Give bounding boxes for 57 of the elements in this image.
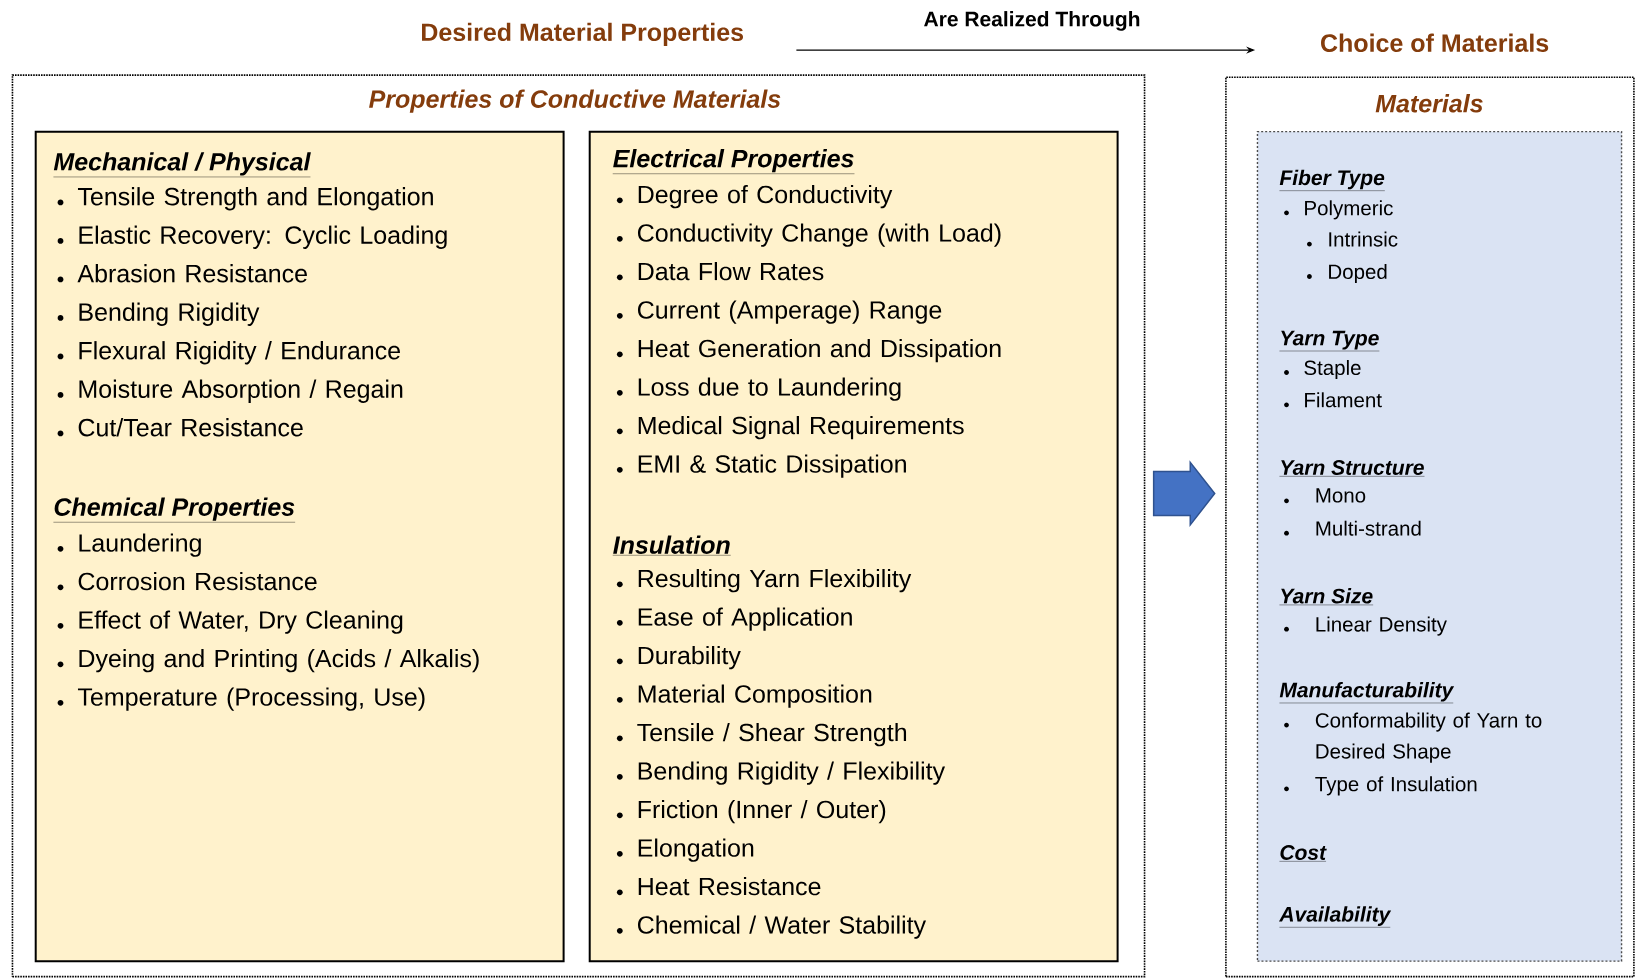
panel-title: Properties of Conductive Materials (369, 89, 781, 113)
bullet-item: Durability (616, 646, 741, 670)
bullet-item: Current (Amperage) Range (616, 300, 942, 324)
panel-title: Materials (1375, 94, 1483, 113)
list-heading: Insulation (612, 535, 731, 556)
bullet-item: Laundering (57, 533, 201, 557)
bullet-item: Multi-strand (1284, 520, 1421, 536)
bullet-item: Material Composition (616, 684, 872, 708)
bullet-item: Tensile Strength and Elongation (57, 187, 433, 211)
bullet-item: Flexural Rigidity / Endurance (57, 341, 400, 365)
bullet-item: Effect of Water, Dry Cleaning (57, 610, 403, 634)
bullet-item: Abrasion Resistance (57, 264, 307, 283)
bullet-item: Elastic Recovery: Cyclic Loading (57, 225, 447, 249)
bullet-item: EMI & Static Dissipation (616, 454, 906, 478)
list-heading: Availability (1279, 906, 1392, 928)
bullet-item: Corrosion Resistance (57, 572, 317, 591)
bullet-item: Heat Generation and Dissipation (616, 339, 1001, 363)
bullet-item: Conformability of Yarn to Desired Shape (1284, 712, 1542, 763)
bullet-item: Bending Rigidity / Flexibility (616, 761, 946, 785)
bullet-item: Ease of Application (616, 607, 852, 631)
list-heading: Manufacturability (1279, 682, 1455, 704)
bullet-item: Type of Insulation (1284, 776, 1477, 796)
list-heading: Mechanical / Physical (53, 152, 311, 178)
bullet-item: Tensile / Shear Strength (616, 723, 907, 747)
list-heading: Yarn Structure (1279, 460, 1425, 477)
bullet-item: Moisture Absorption / Regain (57, 379, 403, 403)
list-heading: Yarn Type (1279, 330, 1380, 352)
bullet-item: Friction (Inner / Outer) (616, 800, 886, 824)
bullet-item: Bending Rigidity (57, 302, 260, 326)
section-title: Desired Material Properties (422, 22, 743, 47)
bullet-item: Resulting Yarn Flexibility (616, 569, 912, 593)
bullet-item: Elongation (616, 838, 754, 862)
list-heading: Cost (1279, 845, 1327, 862)
bullet-item: Medical Signal Requirements (616, 416, 964, 440)
bullet-item: Cut/Tear Resistance (57, 418, 303, 437)
list-heading: Electrical Properties (612, 149, 855, 174)
section-title: Choice of Materials (1321, 33, 1549, 52)
bullet-item: Loss due to Laundering (616, 377, 901, 401)
bullet-item: Dyeing and Printing (Acids / Alkalis) (57, 649, 479, 673)
bullet-item: Mono (1284, 488, 1366, 504)
bullet-item: Intrinsic (1307, 231, 1398, 247)
list-heading: Chemical Properties (53, 497, 296, 523)
block-arrow (1152, 460, 1216, 528)
bullet-item: Temperature (Processing, Use) (57, 687, 425, 711)
list-heading: Yarn Size (1279, 588, 1374, 606)
bullet-item: Conductivity Change (with Load) (616, 223, 1001, 247)
bullet-item: Chemical / Water Stability (616, 915, 927, 939)
list-heading: Fiber Type (1279, 169, 1385, 191)
bullet-item: Polymeric (1284, 200, 1393, 220)
bullet-item: Degree of Conductivity (616, 185, 893, 209)
bullet-item: Heat Resistance (616, 877, 821, 896)
edge-label: Are Realized Through (924, 11, 1140, 31)
bullet-item: Linear Density (1284, 616, 1447, 636)
bullet-item: Data Flow Rates (616, 262, 824, 281)
bullet-item: Staple (1284, 360, 1361, 380)
bullet-item: Doped (1307, 264, 1387, 284)
bullet-item: Filament (1284, 392, 1382, 408)
